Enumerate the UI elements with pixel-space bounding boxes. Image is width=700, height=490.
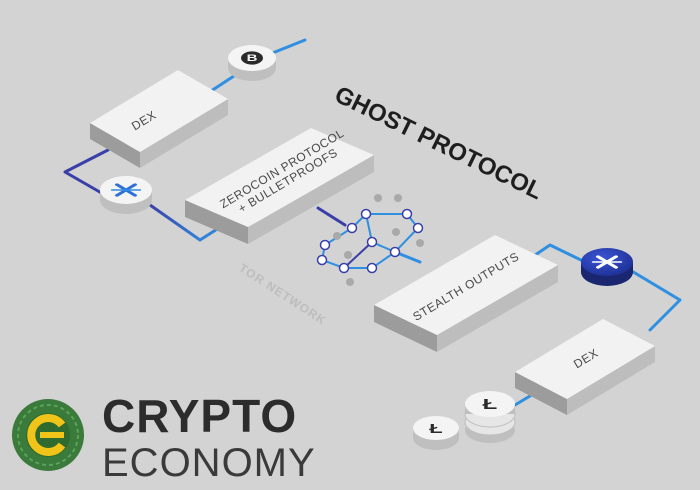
tor-idle-node xyxy=(374,194,382,202)
tor-node xyxy=(338,262,350,274)
tor-idle-node xyxy=(416,239,424,247)
tor-node xyxy=(366,236,378,248)
line-zerocoin-tor xyxy=(316,206,347,227)
dex-top-block: DEX xyxy=(90,70,228,168)
tor-node xyxy=(316,254,328,266)
tor-node xyxy=(401,208,413,220)
tor-node xyxy=(360,208,372,220)
svg-text:Ł: Ł xyxy=(429,421,442,436)
tor-idle-node xyxy=(392,228,400,236)
bitcoin-icon: B xyxy=(241,51,263,65)
tor-idle-node xyxy=(346,278,354,286)
svg-text:B: B xyxy=(247,53,258,63)
particl-icon-dark xyxy=(591,255,623,269)
tor-node xyxy=(412,222,424,234)
litecoin-stack: Ł xyxy=(464,391,516,443)
tor-node xyxy=(319,239,331,251)
logo-emblem xyxy=(12,399,84,471)
tor-network-graph xyxy=(316,194,424,286)
logo-line2: ECONOMY xyxy=(102,441,316,485)
tor-node xyxy=(389,246,401,258)
litecoin-icon: Ł xyxy=(483,396,498,412)
diagram-title: GHOST PROTOCOL xyxy=(330,81,546,205)
tor-network-label: TOR NETWORK xyxy=(236,261,329,328)
litecoin-icon-single: Ł xyxy=(429,421,442,436)
tor-idle-node xyxy=(333,232,341,240)
particl-coin-light xyxy=(100,176,152,214)
litecoin-coin: Ł xyxy=(413,416,459,450)
line-particl-zerocoin xyxy=(148,203,224,242)
tor-node xyxy=(366,262,378,274)
line-particl-dex xyxy=(628,268,682,332)
dex-bottom-block: DEX xyxy=(515,319,655,415)
svg-text:Ł: Ł xyxy=(483,396,498,412)
stealth-outputs-block: STEALTH OUTPUTS xyxy=(374,235,558,352)
tor-node xyxy=(346,222,358,234)
particl-icon xyxy=(110,183,142,197)
particl-coin-dark xyxy=(581,248,633,286)
line-dex-particl xyxy=(63,148,110,197)
logo-line1: CRYPTO xyxy=(102,390,297,442)
tor-idle-node xyxy=(394,194,402,202)
bitcoin-coin: B xyxy=(228,45,276,81)
crypto-economy-logo: CRYPTO ECONOMY xyxy=(12,390,316,485)
tor-idle-node xyxy=(344,251,352,259)
